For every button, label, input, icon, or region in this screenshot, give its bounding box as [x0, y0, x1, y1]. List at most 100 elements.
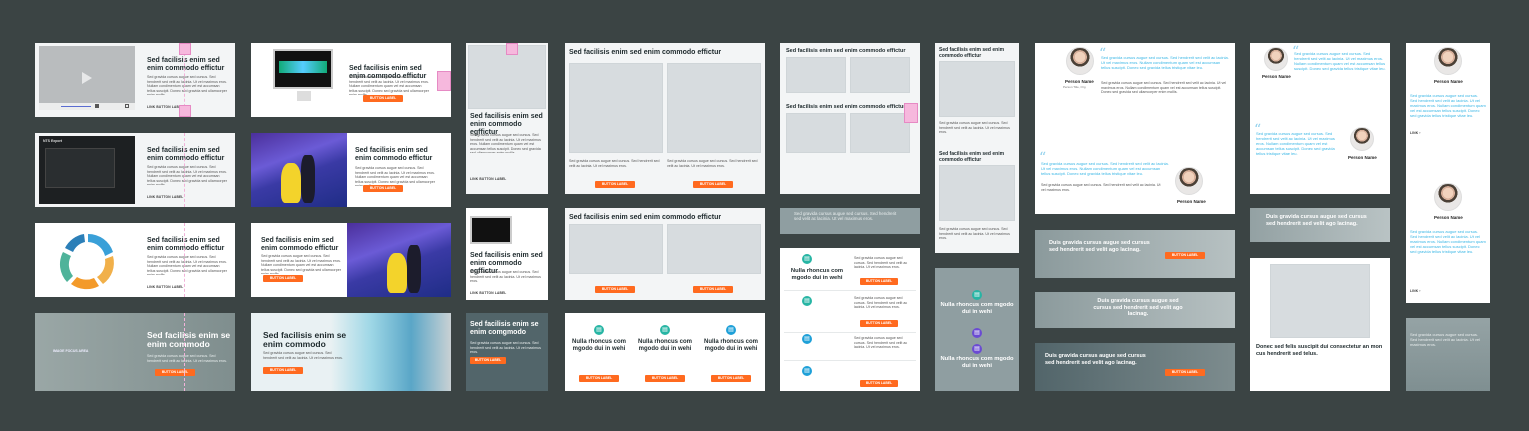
- monitor-stand: [297, 91, 311, 101]
- testimonial-card[interactable]: Person Name “ Sed gravida cursus augue s…: [1250, 43, 1390, 194]
- image-text-card[interactable]: Donec sed felis suscipit dui consectetur…: [1250, 258, 1390, 391]
- quote-icon: “: [1039, 150, 1047, 166]
- stacked-content-card[interactable]: Sed facilisis enim sed enim commodo egff…: [466, 43, 548, 194]
- avatar: [1175, 167, 1203, 195]
- card-heading: Sed facilisis enim sed enim commodo effi…: [355, 147, 433, 162]
- play-icon[interactable]: [82, 72, 92, 84]
- card-body: Sed gravida cursus augue sed cursus. Sed…: [147, 75, 227, 95]
- card-body: Sed gravida cursus augue sed cursus. Sed…: [667, 159, 758, 168]
- dialog-content-card[interactable]: NTS Export Sed facilisis enim sed enim c…: [35, 133, 235, 207]
- link-button[interactable]: LINK BUTTON LABEL: [147, 105, 184, 109]
- card-body: Sed gravida cursus augue sed cursus. Sed…: [1041, 183, 1161, 192]
- hero-heading: Duis gravida cursus augue sed cursus sed…: [1266, 214, 1367, 227]
- lab-hero-card[interactable]: Sed facilisis enim se enim commodo Sed g…: [251, 313, 451, 391]
- primary-button[interactable]: BUTTON LABEL: [595, 181, 635, 188]
- hero-image-card[interactable]: IMAGE FOCUS AREA Sed facilisis enim se e…: [35, 313, 235, 391]
- person-name: Person Name: [1262, 74, 1291, 79]
- progress-bar[interactable]: [61, 106, 91, 107]
- image-placeholder: [850, 113, 910, 153]
- row-body: Sed gravida cursus augue sed cursus. Sed…: [854, 296, 908, 310]
- image-placeholder: [569, 63, 663, 153]
- primary-button[interactable]: BUTTON LABEL: [860, 380, 898, 387]
- monitor-content-card[interactable]: Sed facilisis enim sed enim commodo effi…: [251, 43, 451, 117]
- primary-button[interactable]: BUTTON LABEL: [263, 275, 303, 282]
- document-icon: ▤: [972, 328, 982, 338]
- hero-gray-card[interactable]: Sed gravida cursus augue sed cursus. Sed…: [1406, 318, 1490, 391]
- quote-icon: “: [1254, 122, 1262, 138]
- video-player[interactable]: [39, 46, 135, 110]
- link-button[interactable]: LINK BUTTON LABEL: [470, 291, 507, 295]
- document-icon: ▤: [802, 296, 812, 306]
- three-up-icon-card[interactable]: ▤ ▤ ▤ Nulla rhoncus com mgodo dui in weh…: [565, 313, 765, 391]
- guide-line: [184, 43, 185, 117]
- list-icon-card[interactable]: ▤ Nulla rhoncus com mgodo dui in wehi Se…: [780, 248, 920, 391]
- fullscreen-icon[interactable]: [125, 104, 129, 108]
- primary-button[interactable]: BUTTON LABEL: [1165, 252, 1205, 259]
- spacing-marker: [506, 43, 518, 55]
- link-button[interactable]: LINK ›: [1410, 131, 1421, 135]
- primary-button[interactable]: BUTTON LABEL: [155, 369, 195, 376]
- primary-button[interactable]: BUTTON LABEL: [579, 375, 619, 382]
- card-heading: Donec sed felis suscipit dui consectetur…: [1256, 344, 1383, 357]
- stacked-content-card[interactable]: Sed facilisis enim sed enim commodo egff…: [466, 208, 548, 300]
- row-body: Sed gravida cursus augue sed cursus. Sed…: [854, 256, 908, 270]
- stacked-placeholder-card[interactable]: Sed facilisis enim sed enim commodo effi…: [780, 43, 920, 194]
- quote-text: Sed gravida cursus augue sed cursus. Sed…: [1410, 93, 1486, 118]
- primary-button[interactable]: BUTTON LABEL: [645, 375, 685, 382]
- diagram-content-card[interactable]: Sed facilisis enim sed enim commodo effi…: [35, 223, 235, 297]
- dance-image: [347, 223, 451, 297]
- volume-icon[interactable]: [95, 104, 99, 108]
- hero-gray-card[interactable]: Sed gravida cursus augue sed cursus. Sed…: [780, 208, 920, 234]
- video-controls[interactable]: [39, 103, 135, 110]
- card-body: Sed gravida cursus augue sed cursus. Sed…: [261, 254, 341, 274]
- link-button[interactable]: LINK BUTTON LABEL: [147, 195, 184, 199]
- video-content-card[interactable]: Sed facilisis enim sed enim commodo effi…: [35, 43, 235, 117]
- quote-text: Sed gravida cursus augue sed cursus. Sed…: [1256, 131, 1335, 156]
- column-heading: Nulla rhoncus com mgodo dui in wehi: [703, 339, 758, 352]
- guide-line: [184, 223, 185, 297]
- card-heading: Sed facilisis enim sed enim commodo effi…: [786, 48, 906, 54]
- monitor-image: [470, 216, 512, 244]
- primary-button[interactable]: BUTTON LABEL: [595, 286, 635, 293]
- document-icon: ▤: [802, 334, 812, 344]
- image-placeholder: [1270, 264, 1370, 338]
- link-button[interactable]: LINK BUTTON LABEL: [470, 177, 507, 181]
- icon-list-dark-card[interactable]: ▤ Nulla rhoncus com mgodo dui in wehi ▤ …: [935, 268, 1019, 391]
- primary-button[interactable]: BUTTON LABEL: [860, 278, 898, 285]
- two-up-card[interactable]: Sed facilisis enim sed enim commodo effi…: [565, 208, 765, 300]
- primary-button[interactable]: BUTTON LABEL: [693, 286, 733, 293]
- card-heading: Sed facilisis enim sed enim commodo effi…: [939, 151, 1005, 163]
- hero-compact-card[interactable]: Sed facilisis enim se enim comgmodo Sed …: [466, 313, 548, 391]
- image-placeholder: [939, 61, 1015, 117]
- hero-gray-card[interactable]: Duis gravida cursus augue sed cursus sed…: [1035, 230, 1235, 278]
- primary-button[interactable]: BUTTON LABEL: [363, 95, 403, 102]
- movie-content-card[interactable]: Sed facilisis enim sed enim commodo effi…: [251, 223, 451, 297]
- document-icon: ▤: [972, 290, 982, 300]
- link-button[interactable]: LINK ›: [1410, 289, 1421, 293]
- movie-content-card[interactable]: Sed facilisis enim sed enim commodo effi…: [251, 133, 451, 207]
- narrow-testimonial-card[interactable]: Person Name Sed gravida cursus augue sed…: [1406, 43, 1490, 303]
- image-placeholder: [667, 224, 761, 274]
- testimonial-card[interactable]: Person Name Person Title, Org “ Sed grav…: [1035, 43, 1235, 214]
- card-body: Sed gravida cursus augue sed cursus. Sed…: [939, 227, 1010, 241]
- link-button[interactable]: LINK BUTTON LABEL: [147, 285, 184, 289]
- hero-heading: Sed facilisis enim se enim commodo: [263, 330, 347, 349]
- primary-button[interactable]: BUTTON LABEL: [1165, 369, 1205, 376]
- primary-button[interactable]: BUTTON LABEL: [363, 185, 403, 192]
- primary-button[interactable]: BUTTON LABEL: [263, 367, 303, 374]
- document-icon: ▤: [726, 325, 736, 335]
- hero-body: Sed gravida cursus augue sed cursus. Sed…: [794, 211, 897, 222]
- primary-button[interactable]: BUTTON LABEL: [711, 375, 751, 382]
- card-body: Sed gravida cursus augue sed cursus. Sed…: [939, 121, 1010, 135]
- primary-button[interactable]: BUTTON LABEL: [693, 181, 733, 188]
- hero-gray-card[interactable]: Duis gravida cursus augue sed cursus sed…: [1035, 292, 1235, 328]
- hero-dark-card[interactable]: Duis gravida cursus augue sed cursus sed…: [1035, 343, 1235, 391]
- dialog-screenshot: NTS Export: [39, 136, 135, 204]
- narrow-stack-card[interactable]: Sed facilisis enim sed enim commodo effi…: [935, 43, 1019, 253]
- hero-body: Sed gravida cursus augue sed cursus. Sed…: [147, 354, 227, 363]
- primary-button[interactable]: BUTTON LABEL: [860, 320, 898, 327]
- hero-gray-card[interactable]: Duis gravida cursus augue sed cursus sed…: [1250, 208, 1390, 242]
- two-up-card[interactable]: Sed facilisis enim sed enim commodo effi…: [565, 43, 765, 194]
- primary-button[interactable]: BUTTON LABEL: [470, 357, 506, 364]
